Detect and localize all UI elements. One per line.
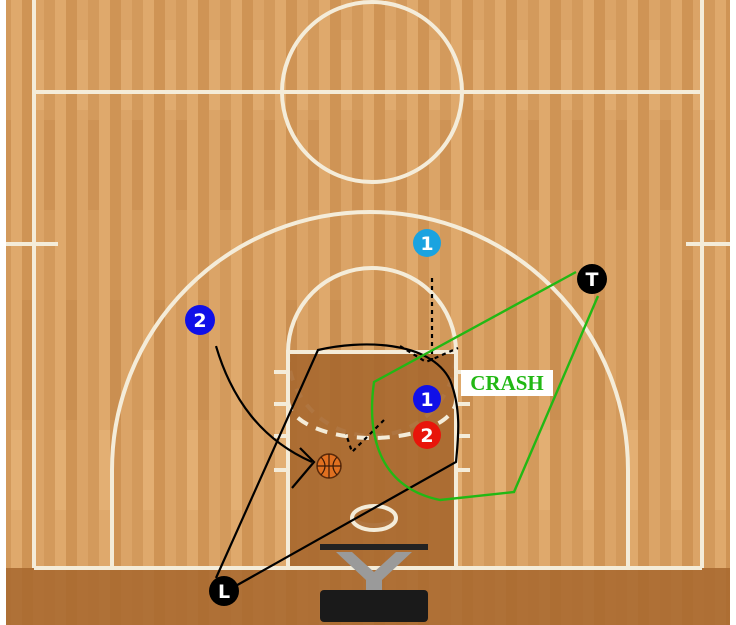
coach-t-marker: T	[577, 264, 607, 294]
basketball-icon	[316, 453, 342, 479]
three-point-line	[110, 210, 630, 568]
court-lines	[6, 0, 730, 570]
crash-path	[370, 270, 600, 502]
arrow-head	[291, 447, 316, 489]
svg-text:1: 1	[420, 233, 433, 255]
movement-paths	[214, 278, 460, 589]
svg-text:1: 1	[420, 389, 433, 411]
svg-text:2: 2	[420, 425, 433, 447]
rim-shadow	[350, 504, 398, 532]
offense-1-paint-marker: 1	[413, 385, 441, 413]
offense-1-top-marker: 1	[413, 229, 441, 257]
svg-text:L: L	[218, 581, 230, 603]
defense-2-paint-marker: 2	[413, 421, 441, 449]
cut-path	[344, 419, 385, 455]
crash-label-box	[461, 370, 553, 396]
free-throw-circle-top	[286, 266, 458, 353]
free-throw-line-dashed	[286, 399, 458, 440]
pass-path-2-to-ball	[214, 345, 313, 464]
svg-text:T: T	[586, 269, 599, 291]
svg-text:2: 2	[193, 310, 206, 332]
offense-2-wing-marker: 2	[185, 305, 215, 335]
center-circle	[280, 0, 464, 184]
crash-label: CRASH	[470, 371, 544, 395]
screen-angle	[399, 345, 459, 364]
coach-l-marker: L	[209, 576, 239, 606]
basket-stanchion-icon	[320, 544, 428, 622]
coach-l-path	[214, 343, 460, 589]
